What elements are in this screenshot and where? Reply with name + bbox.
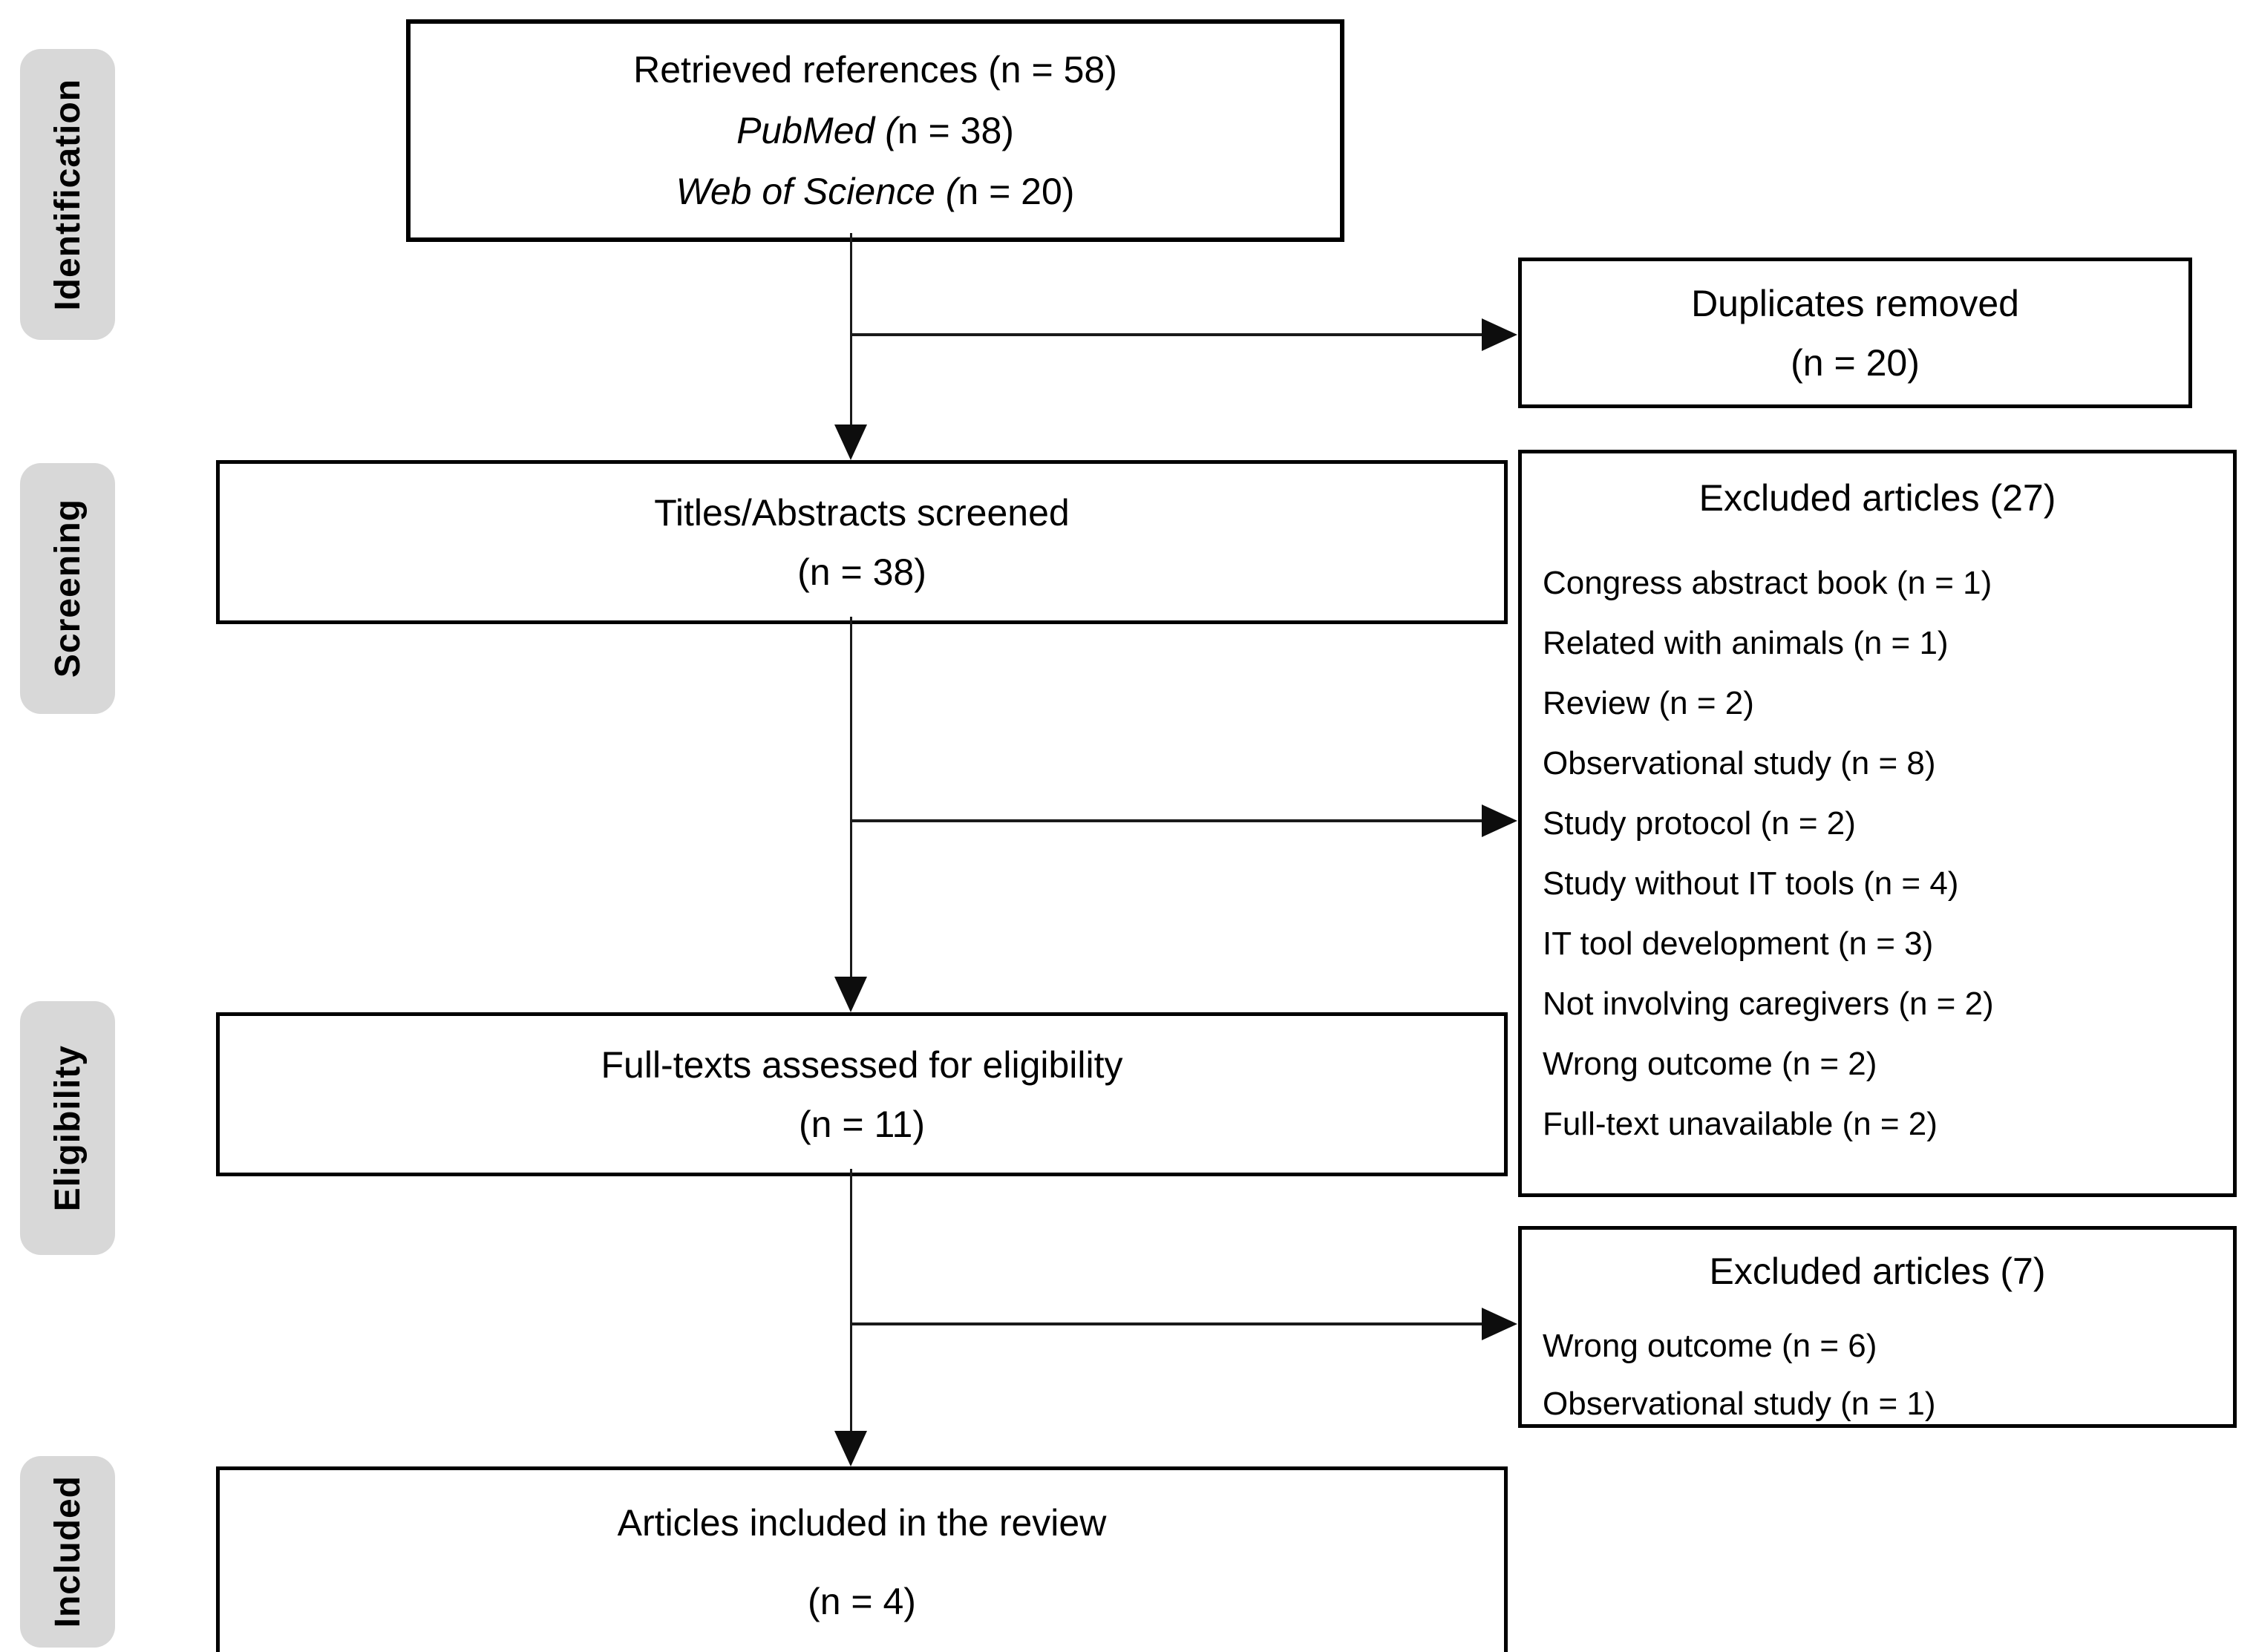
stage-label-text: Identification — [48, 78, 88, 311]
excluded-item: Observational study (n = 8) — [1543, 745, 1936, 781]
connector-line-retrieved-to-screened — [850, 233, 852, 427]
screened-count: (n = 38) — [797, 551, 926, 593]
stage-label-screening: Screening — [20, 463, 115, 714]
fulltexts-assessed-box: Full-texts assessed for eligibility (n =… — [216, 1012, 1508, 1176]
duplicates-label: Duplicates removed — [1691, 282, 2019, 324]
excluded-item: Study protocol (n = 2) — [1543, 805, 1856, 842]
included-label: Articles included in the review — [617, 1502, 1107, 1544]
pubmed-count: n = 38) — [897, 110, 1014, 151]
stage-label-text: Screening — [48, 499, 88, 678]
excluded-item: Wrong outcome (n = 6) — [1543, 1328, 1877, 1364]
arrowhead-down-icon — [834, 425, 867, 460]
excluded-articles-eligibility-box: Excluded articles (7) Wrong outcome (n =… — [1518, 1226, 2237, 1428]
connector-line-to-excluded27 — [851, 819, 1482, 822]
excluded-item: Review (n = 2) — [1543, 685, 1754, 721]
fulltexts-label: Full-texts assessed for eligibility — [601, 1043, 1123, 1086]
fulltexts-count: (n = 11) — [799, 1103, 925, 1145]
included-count: (n = 4) — [808, 1581, 916, 1622]
pubmed-source-label: PubMed ( — [736, 110, 898, 151]
excluded-item: Not involving caregivers (n = 2) — [1543, 986, 1994, 1022]
stage-label-identification: Identification — [20, 49, 115, 340]
articles-included-box: Articles included in the review (n = 4) — [216, 1466, 1508, 1652]
connector-line-to-duplicates — [851, 333, 1482, 336]
excluded-item: Study without IT tools (n = 4) — [1543, 865, 1959, 902]
excluded-item: Related with animals (n = 1) — [1543, 625, 1949, 661]
arrowhead-down-icon — [834, 977, 867, 1012]
stage-label-text: Included — [48, 1475, 88, 1628]
duplicates-count: (n = 20) — [1791, 341, 1920, 384]
retrieved-references-box: Retrieved references (n = 58) PubMed (n … — [406, 19, 1344, 242]
excluded-item: Wrong outcome (n = 2) — [1543, 1046, 1877, 1082]
retrieved-wos-line: Web of Science (n = 20) — [676, 161, 1075, 222]
excluded-item: Observational study (n = 1) — [1543, 1386, 1936, 1422]
retrieved-pubmed-line: PubMed (n = 38) — [736, 100, 1014, 161]
stage-label-included: Included — [20, 1456, 115, 1648]
stage-label-text: Eligibility — [48, 1044, 88, 1212]
arrowhead-right-icon — [1482, 804, 1517, 837]
excluded-eligibility-title: Excluded articles (7) — [1709, 1251, 2046, 1292]
excluded-item: Full-text unavailable (n = 2) — [1543, 1106, 1938, 1142]
excluded-item: IT tool development (n = 3) — [1543, 925, 1934, 962]
titles-abstracts-screened-box: Titles/Abstracts screened (n = 38) — [216, 460, 1508, 624]
excluded-item: Congress abstract book (n = 1) — [1543, 565, 1992, 601]
arrowhead-right-icon — [1482, 1308, 1517, 1340]
arrowhead-down-icon — [834, 1431, 867, 1466]
excluded-screening-title: Excluded articles (27) — [1698, 477, 2056, 519]
excluded-screening-list: Congress abstract book (n = 1) Related w… — [1522, 553, 2233, 1154]
retrieved-total-line: Retrieved references (n = 58) — [633, 49, 1117, 91]
connector-line-to-excluded7 — [851, 1322, 1482, 1325]
stage-label-eligibility: Eligibility — [20, 1001, 115, 1255]
connector-line-screened-to-fulltexts — [850, 617, 852, 978]
connector-line-fulltexts-to-included — [850, 1169, 852, 1432]
duplicates-removed-box: Duplicates removed (n = 20) — [1518, 258, 2192, 408]
wos-source-label: Web of Science ( — [676, 171, 958, 212]
arrowhead-right-icon — [1482, 318, 1517, 351]
excluded-articles-screening-box: Excluded articles (27) Congress abstract… — [1518, 450, 2237, 1197]
excluded-eligibility-list: Wrong outcome (n = 6) Observational stud… — [1522, 1317, 2233, 1433]
wos-count: n = 20) — [958, 171, 1075, 212]
screened-label: Titles/Abstracts screened — [654, 491, 1070, 534]
